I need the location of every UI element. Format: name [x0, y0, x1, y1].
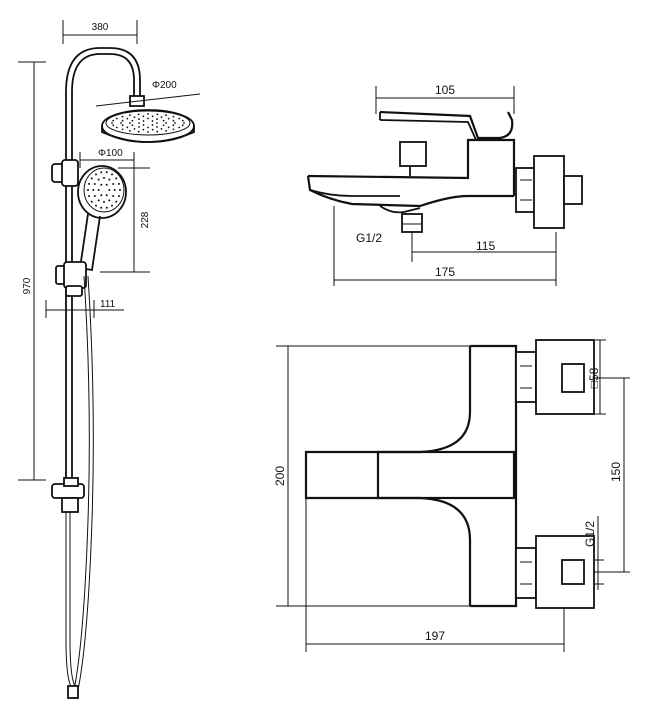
thread-label-front: G1/2 [583, 521, 597, 547]
dim-970: 970 [22, 277, 33, 294]
dim-115: 115 [476, 239, 495, 253]
dim-head-diameter: Φ200 [152, 80, 177, 91]
shower-column-drawing: 380 Φ200 970 [18, 20, 201, 699]
dim-105: 105 [435, 83, 455, 97]
dim-111: 111 [100, 299, 116, 310]
dim-380: 380 [92, 22, 109, 33]
thread-label-side: G1/2 [356, 231, 382, 245]
dim-200: 200 [273, 466, 287, 486]
hand-shower [77, 165, 127, 272]
dim-hand-diameter: Φ100 [98, 148, 123, 159]
mixer-side-view: 105 G1/2 115 175 [306, 83, 583, 286]
dim-175: 175 [435, 265, 455, 279]
dim-228: 228 [140, 211, 151, 228]
rain-shower-head [101, 109, 195, 143]
dim-150: 150 [609, 462, 623, 482]
dim-197: 197 [425, 629, 445, 643]
mixer-front-view: 200 □58 150 G1/2 [273, 339, 630, 652]
